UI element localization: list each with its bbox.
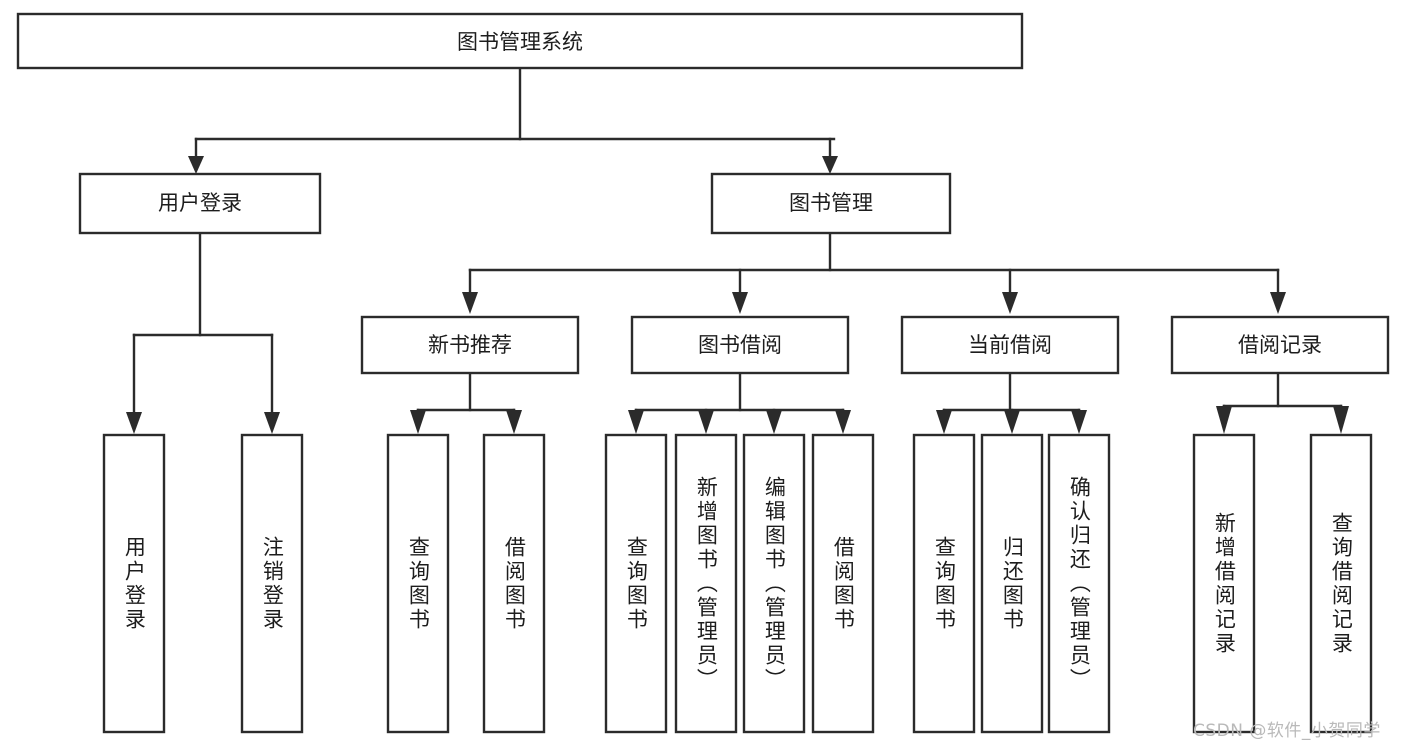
node-leaf-borrow-2[interactable] — [674, 433, 738, 734]
arrowhead-leaf-current-3 — [1071, 410, 1087, 434]
connector-layer — [126, 66, 1349, 434]
label-new-book-recommend: 新书推荐 — [428, 333, 512, 357]
node-leaf-current-1[interactable] — [912, 433, 976, 734]
arrowhead-leaf-record-1 — [1216, 406, 1232, 434]
node-book-management[interactable] — [710, 172, 952, 235]
label-book-borrow: 图书借阅 — [698, 333, 782, 357]
arrowhead-book-borrow — [732, 292, 748, 314]
arrowhead-leaf-record-2 — [1333, 406, 1349, 434]
arrowhead-user-login — [188, 156, 204, 174]
node-leaf-recommend-1[interactable] — [386, 433, 450, 734]
node-leaf-borrow-4[interactable] — [811, 433, 875, 734]
label-borrow-record: 借阅记录 — [1238, 333, 1322, 357]
node-layer — [16, 12, 1390, 734]
node-root-book-management-system[interactable] — [16, 12, 1024, 70]
arrowhead-leaf-user-login-1 — [126, 412, 142, 434]
label-user-login: 用户登录 — [158, 191, 242, 215]
node-leaf-user-login-2[interactable] — [240, 433, 304, 734]
arrowhead-book-manage — [822, 156, 838, 174]
node-current-borrow[interactable] — [900, 315, 1120, 375]
label-layer: 图书管理系统 用户登录 图书管理 新书推荐 图书借阅 当前借阅 借阅记录 — [158, 30, 1322, 357]
arrowhead-leaf-recommend-2 — [506, 410, 522, 434]
arrowhead-leaf-current-1 — [936, 410, 952, 434]
node-leaf-user-login-1[interactable] — [102, 433, 166, 734]
arrowhead-borrow-record — [1270, 292, 1286, 314]
node-leaf-record-2[interactable] — [1309, 433, 1373, 734]
watermark-text: CSDN @软件_小贺同学 — [1193, 721, 1381, 741]
node-leaf-borrow-3[interactable] — [742, 433, 806, 734]
label-current-borrow: 当前借阅 — [968, 333, 1052, 357]
node-new-book-recommend[interactable] — [360, 315, 580, 375]
node-leaf-current-3[interactable] — [1047, 433, 1111, 734]
arrowhead-leaf-current-2 — [1004, 410, 1020, 434]
arrowhead-new-book-recommend — [462, 292, 478, 314]
node-borrow-record[interactable] — [1170, 315, 1390, 375]
arrowhead-leaf-borrow-3 — [766, 410, 782, 434]
label-root: 图书管理系统 — [457, 30, 583, 54]
node-leaf-record-1[interactable] — [1192, 433, 1256, 734]
node-leaf-borrow-1[interactable] — [604, 433, 668, 734]
arrowhead-leaf-recommend-1 — [410, 410, 426, 434]
arrowhead-leaf-borrow-4 — [835, 410, 851, 434]
arrowhead-leaf-user-login-2 — [264, 412, 280, 434]
node-book-borrow[interactable] — [630, 315, 850, 375]
node-user-login[interactable] — [78, 172, 322, 235]
arrowhead-leaf-borrow-1 — [628, 410, 644, 434]
node-leaf-current-2[interactable] — [980, 433, 1044, 734]
label-book-management: 图书管理 — [789, 191, 873, 215]
node-leaf-recommend-2[interactable] — [482, 433, 546, 734]
arrowhead-current-borrow — [1002, 292, 1018, 314]
arrowhead-leaf-borrow-2 — [698, 410, 714, 434]
